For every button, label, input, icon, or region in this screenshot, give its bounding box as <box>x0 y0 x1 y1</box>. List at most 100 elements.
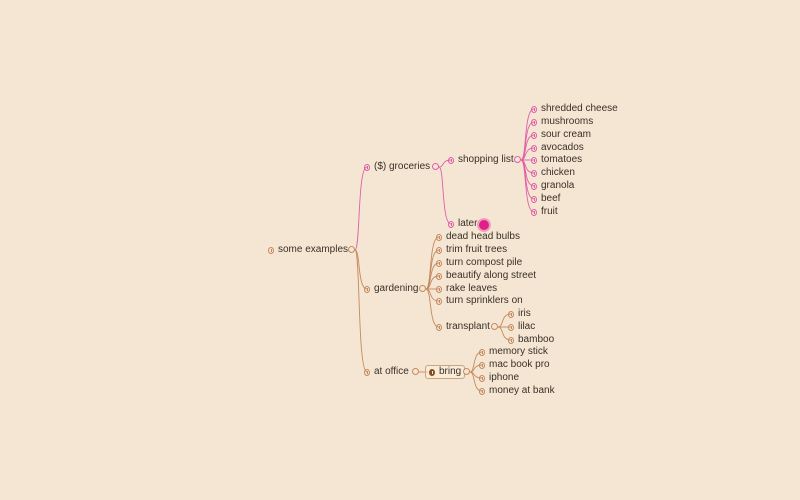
node-label: dead head bulbs <box>446 231 520 242</box>
node-label: shopping list <box>458 154 514 165</box>
node-bullet-icon[interactable] <box>364 368 370 376</box>
node-label: sour cream <box>541 129 592 140</box>
node-label: shredded cheese <box>541 103 618 114</box>
node-bullet-icon[interactable] <box>508 310 514 318</box>
node-gardening[interactable]: gardening <box>364 282 418 296</box>
collapse-toggle-icon[interactable] <box>348 246 355 253</box>
node-label: money at bank <box>489 385 555 396</box>
starburst-icon[interactable] <box>479 220 489 230</box>
connector-line <box>438 166 452 225</box>
node-label: mac book pro <box>489 359 550 370</box>
collapse-toggle-icon[interactable] <box>514 156 521 163</box>
connector-line <box>354 249 368 373</box>
node-bullet-icon[interactable] <box>508 336 514 344</box>
list-item-bring[interactable]: money at bank <box>479 384 555 398</box>
node-label: bamboo <box>518 334 555 345</box>
list-item-transplant[interactable]: iris <box>508 307 531 321</box>
node-at-office[interactable]: at office <box>364 365 409 379</box>
list-item-bring[interactable]: iphone <box>479 371 519 385</box>
list-item-shopping[interactable]: chicken <box>531 166 575 180</box>
node-bullet-icon[interactable] <box>531 156 537 164</box>
node-shopping-list[interactable]: shopping list <box>448 153 514 167</box>
list-item-shopping[interactable]: avocados <box>531 141 584 155</box>
node-bullet-icon[interactable] <box>531 169 537 177</box>
list-item-shopping[interactable]: mushrooms <box>531 115 593 129</box>
list-item-shopping[interactable]: shredded cheese <box>531 102 618 116</box>
list-item-bring[interactable]: mac book pro <box>479 358 550 372</box>
list-item-transplant[interactable]: bamboo <box>508 333 554 347</box>
collapse-toggle-icon[interactable] <box>412 368 419 375</box>
list-item-shopping[interactable]: sour cream <box>531 128 591 142</box>
list-item-gardening[interactable]: turn compost pile <box>436 256 522 270</box>
node-bullet-icon[interactable] <box>508 323 514 331</box>
list-item-shopping[interactable]: granola <box>531 179 574 193</box>
list-item-gardening[interactable]: trim fruit trees <box>436 243 507 257</box>
node-bullet-icon[interactable] <box>531 182 537 190</box>
node-bullet-icon[interactable] <box>436 233 442 241</box>
list-item-bring[interactable]: memory stick <box>479 345 548 359</box>
node-bullet-icon[interactable] <box>479 374 485 382</box>
node-bullet-icon[interactable] <box>531 208 537 216</box>
node-label: transplant <box>446 321 490 332</box>
node-bullet-icon[interactable] <box>268 246 274 254</box>
node-transplant[interactable]: transplant <box>436 320 490 334</box>
node-label: avocados <box>541 142 584 153</box>
node-bullet-icon[interactable] <box>364 285 370 293</box>
node-later[interactable]: later <box>448 217 477 231</box>
node-label: memory stick <box>489 346 548 357</box>
node-bullet-icon[interactable] <box>436 272 442 280</box>
node-bullet-icon[interactable] <box>531 144 537 152</box>
node-groceries[interactable]: ($) groceries <box>364 160 430 174</box>
list-item-gardening[interactable]: dead head bulbs <box>436 230 520 244</box>
node-label: ($) groceries <box>374 161 431 172</box>
node-label: chicken <box>541 167 575 178</box>
node-label: beautify along street <box>446 270 537 281</box>
node-label: some examples <box>278 244 349 255</box>
list-item-gardening[interactable]: turn sprinklers on <box>436 294 523 308</box>
node-bullet-icon[interactable] <box>479 387 485 395</box>
node-bullet-icon[interactable] <box>364 163 370 171</box>
list-item-gardening[interactable]: beautify along street <box>436 269 536 283</box>
list-item-shopping[interactable]: beef <box>531 192 560 206</box>
collapse-toggle-icon[interactable] <box>432 163 439 170</box>
node-bullet-icon[interactable] <box>531 195 537 203</box>
node-label: lilac <box>518 321 536 332</box>
node-bullet-icon[interactable] <box>436 297 442 305</box>
node-label: fruit <box>541 206 558 217</box>
collapse-toggle-icon[interactable] <box>419 285 426 292</box>
node-root[interactable]: some examples <box>268 243 348 257</box>
node-bullet-icon[interactable] <box>531 131 537 139</box>
node-bullet-icon[interactable] <box>436 246 442 254</box>
list-item-shopping[interactable]: tomatoes <box>531 153 582 167</box>
node-bullet-icon[interactable] <box>448 220 454 228</box>
node-label: turn compost pile <box>446 257 523 268</box>
node-label: iris <box>518 308 531 319</box>
node-label: rake leaves <box>446 283 498 294</box>
collapse-toggle-icon[interactable] <box>491 323 498 330</box>
node-bullet-icon[interactable] <box>436 323 442 331</box>
node-label: bring <box>439 366 462 377</box>
node-label: later <box>458 218 478 229</box>
node-label: tomatoes <box>541 154 583 165</box>
node-label: turn sprinklers on <box>446 295 523 306</box>
node-bullet-icon[interactable] <box>531 118 537 126</box>
node-label: granola <box>541 180 575 191</box>
node-bring[interactable]: bring <box>425 365 466 379</box>
node-bullet-icon[interactable] <box>479 348 485 356</box>
node-bullet-icon[interactable] <box>531 105 537 113</box>
list-item-gardening[interactable]: rake leaves <box>436 282 497 296</box>
node-label: trim fruit trees <box>446 244 508 255</box>
node-label: gardening <box>374 283 419 294</box>
list-item-shopping[interactable]: fruit <box>531 205 558 219</box>
node-label: mushrooms <box>541 116 594 127</box>
node-label: iphone <box>489 372 520 383</box>
node-label: beef <box>541 193 561 204</box>
node-bullet-icon[interactable] <box>429 368 435 376</box>
node-bullet-icon[interactable] <box>479 361 485 369</box>
list-item-transplant[interactable]: lilac <box>508 320 535 334</box>
collapse-toggle-icon[interactable] <box>463 368 470 375</box>
node-bullet-icon[interactable] <box>448 156 454 164</box>
node-bullet-icon[interactable] <box>436 285 442 293</box>
node-bullet-icon[interactable] <box>436 259 442 267</box>
